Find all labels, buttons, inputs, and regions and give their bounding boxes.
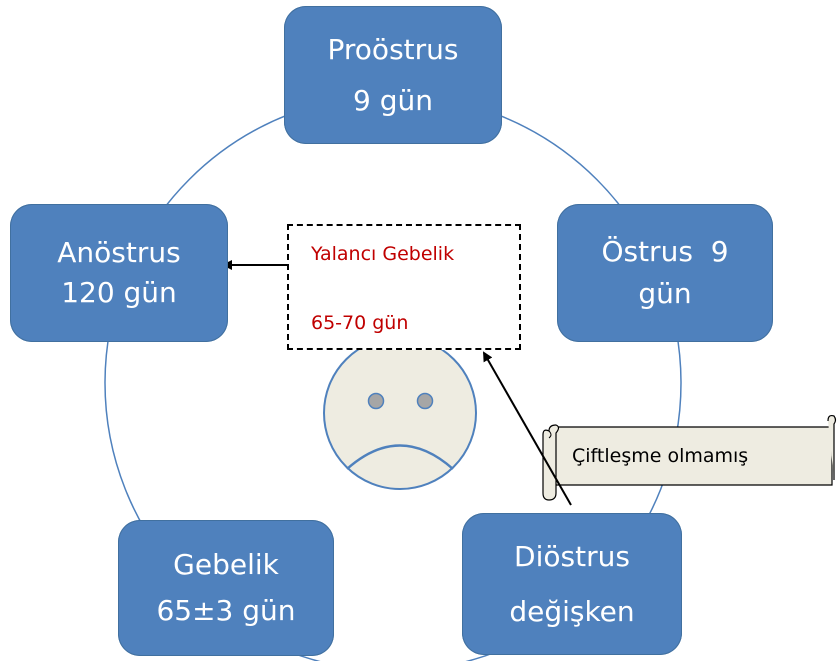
arrow-to-pseudo-pregnancy — [483, 351, 572, 506]
estrus-label: Östrus 9 — [601, 235, 729, 268]
pseudo-pregnancy-duration: 65-70 gün — [311, 312, 409, 334]
anestrus-duration: 120 gün — [61, 276, 177, 309]
diestrus-label: Diöstrus — [514, 540, 630, 573]
pseudo-pregnancy-box: Yalancı Gebelik 65-70 gün — [287, 224, 521, 350]
proestrus-duration: 9 gün — [353, 84, 433, 117]
sad-face-icon — [323, 336, 477, 490]
gebelik-label: Gebelik — [173, 548, 279, 581]
estrus-duration: gün — [638, 277, 692, 310]
anestrus-label: Anöstrus — [57, 236, 181, 269]
proestrus-label: Proöstrus — [327, 33, 459, 66]
anestrus-node: Anöstrus 120 gün — [10, 204, 228, 342]
gebelik-duration: 65±3 gün — [156, 594, 296, 627]
callout-scroll — [542, 414, 837, 501]
callout-text: Çiftleşme olmamış — [572, 445, 749, 467]
estrus-node: Östrus 9 gün — [557, 204, 773, 342]
diestrus-node: Diöstrus değişken — [462, 513, 682, 655]
diestrus-duration: değişken — [509, 595, 635, 628]
gebelik-node: Gebelik 65±3 gün — [118, 520, 334, 656]
pseudo-pregnancy-title: Yalancı Gebelik — [311, 243, 455, 265]
proestrus-node: Proöstrus 9 gün — [284, 6, 502, 144]
